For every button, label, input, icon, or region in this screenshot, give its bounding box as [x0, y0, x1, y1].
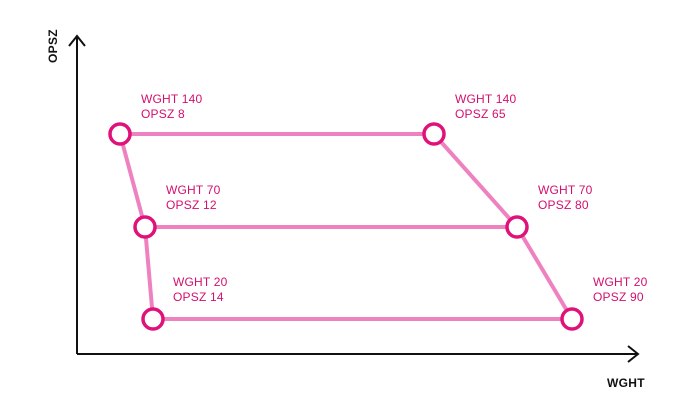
node-w140-o8-label-line1: WGHT 140: [141, 92, 203, 106]
node-w140-o65-label-line1: WGHT 140: [455, 92, 517, 106]
edges: [118, 132, 574, 321]
node-w20-o14-label-line1: WGHT 20: [173, 275, 228, 289]
node-w20-o90-label-line1: WGHT 20: [593, 275, 648, 289]
node-w140-o65-label-line2: OPSZ 65: [455, 107, 506, 121]
edge-w140-o65-w70-o80: [432, 132, 519, 229]
edge-w70-o12-w20-o14: [143, 225, 155, 321]
edge-w140-o8-w70-o12: [118, 132, 147, 229]
node-w70-o80-circle: [505, 215, 529, 239]
x-axis-label: WGHT: [607, 376, 645, 390]
node-w20-o14-label-line2: OPSZ 14: [173, 290, 224, 304]
node-w70-o12-label-line2: OPSZ 12: [166, 198, 217, 212]
node-w140-o65-circle: [422, 122, 446, 146]
node-w20-o14-circle: [141, 307, 165, 331]
axes: OPSZ WGHT: [46, 29, 645, 390]
y-axis-arrow: [68, 34, 86, 47]
node-w20-o90-circle: [560, 307, 584, 331]
node-w70-o80-label-line2: OPSZ 80: [538, 198, 589, 212]
x-axis-arrow: [627, 345, 640, 363]
node-w70-o12-circle: [133, 215, 157, 239]
edge-w70-o80-w20-o90: [515, 225, 574, 321]
node-w140-o8-circle: [108, 122, 132, 146]
node-w20-o90-label-line2: OPSZ 90: [593, 290, 644, 304]
node-w70-o12-label-line1: WGHT 70: [166, 183, 221, 197]
node-w140-o8-label-line2: OPSZ 8: [141, 107, 185, 121]
node-w70-o80-label-line1: WGHT 70: [538, 183, 593, 197]
y-axis-label: OPSZ: [46, 29, 60, 63]
